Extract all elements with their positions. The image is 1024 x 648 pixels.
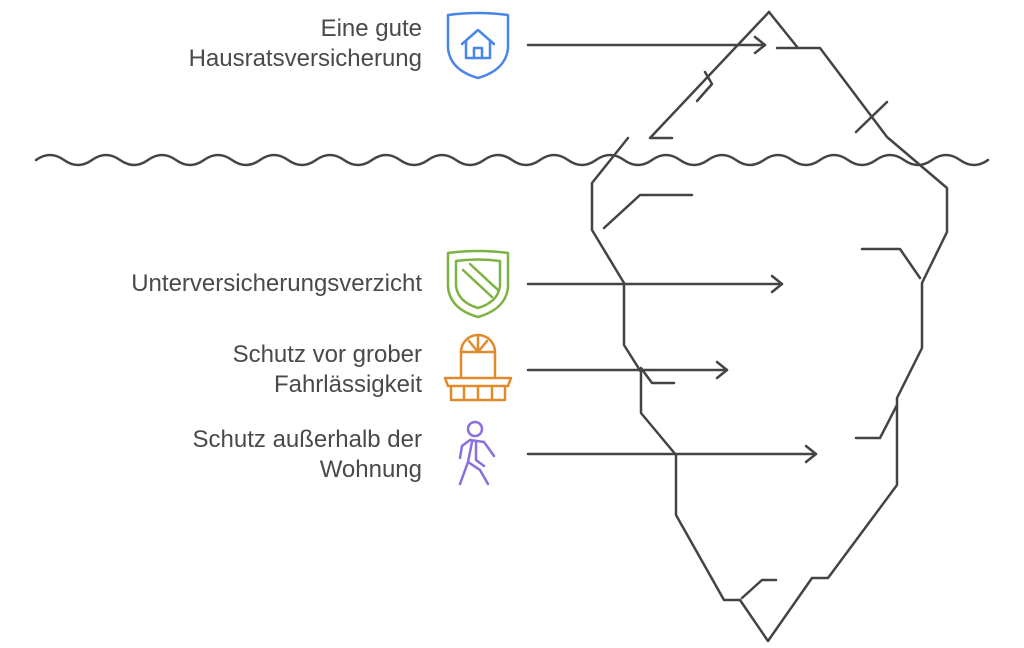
house-shield-icon [446,11,510,80]
iceberg-crack [639,366,676,385]
iceberg-crack [854,403,899,440]
iceberg-crack [695,70,714,103]
iceberg-crack [648,10,771,140]
shield-icon [446,249,510,319]
arrow [526,274,784,294]
arrow [526,360,729,380]
iceberg-outline [590,10,949,643]
label-ausserhalb-wohnung: Schutz außerhalb der Wohnung [192,426,422,483]
label-hausratsversicherung: Eine gute Hausratsversicherung [188,15,422,72]
railing-arch-icon [443,333,513,402]
water-line [34,153,990,167]
walking-person-icon [458,420,496,486]
iceberg-crack [854,100,889,134]
arrow [526,444,818,464]
iceberg-crack [740,578,778,600]
iceberg-crack [860,247,922,280]
label-unterversicherungsverzicht: Unterversicherungsverzicht [131,270,422,297]
iceberg-crack [602,193,694,230]
label-grobe-fahrlaessigkeit: Schutz vor grober Fahrlässigkeit [232,341,422,398]
arrow [526,35,767,55]
